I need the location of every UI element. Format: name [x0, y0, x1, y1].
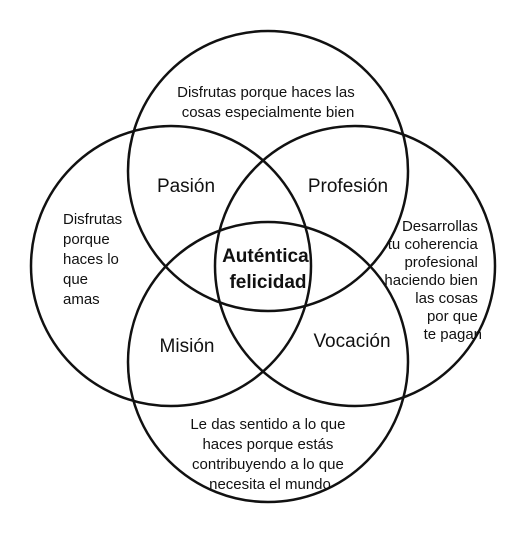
bottom-circle-description: Le das sentido a lo que haces porque est… — [190, 416, 349, 493]
circle-right — [213, 124, 497, 408]
center-label: Auténtica felicidad — [222, 246, 314, 293]
top-circle-description: Disfrutas porque haces las cosas especia… — [177, 84, 359, 121]
circle-bottom — [126, 220, 410, 504]
left-circle-description: Disfrutas porque haces lo que amas — [63, 211, 126, 308]
overlap-label-mision: Misión — [160, 336, 215, 357]
circle-top — [126, 29, 410, 313]
overlap-label-pasion: Pasión — [157, 176, 215, 197]
overlap-label-vocacion: Vocación — [313, 331, 390, 352]
circle-left — [29, 124, 313, 408]
overlap-label-profesion: Profesión — [308, 176, 388, 197]
right-circle-description: Desarrollas tu coherencia profesional ha… — [384, 218, 482, 343]
